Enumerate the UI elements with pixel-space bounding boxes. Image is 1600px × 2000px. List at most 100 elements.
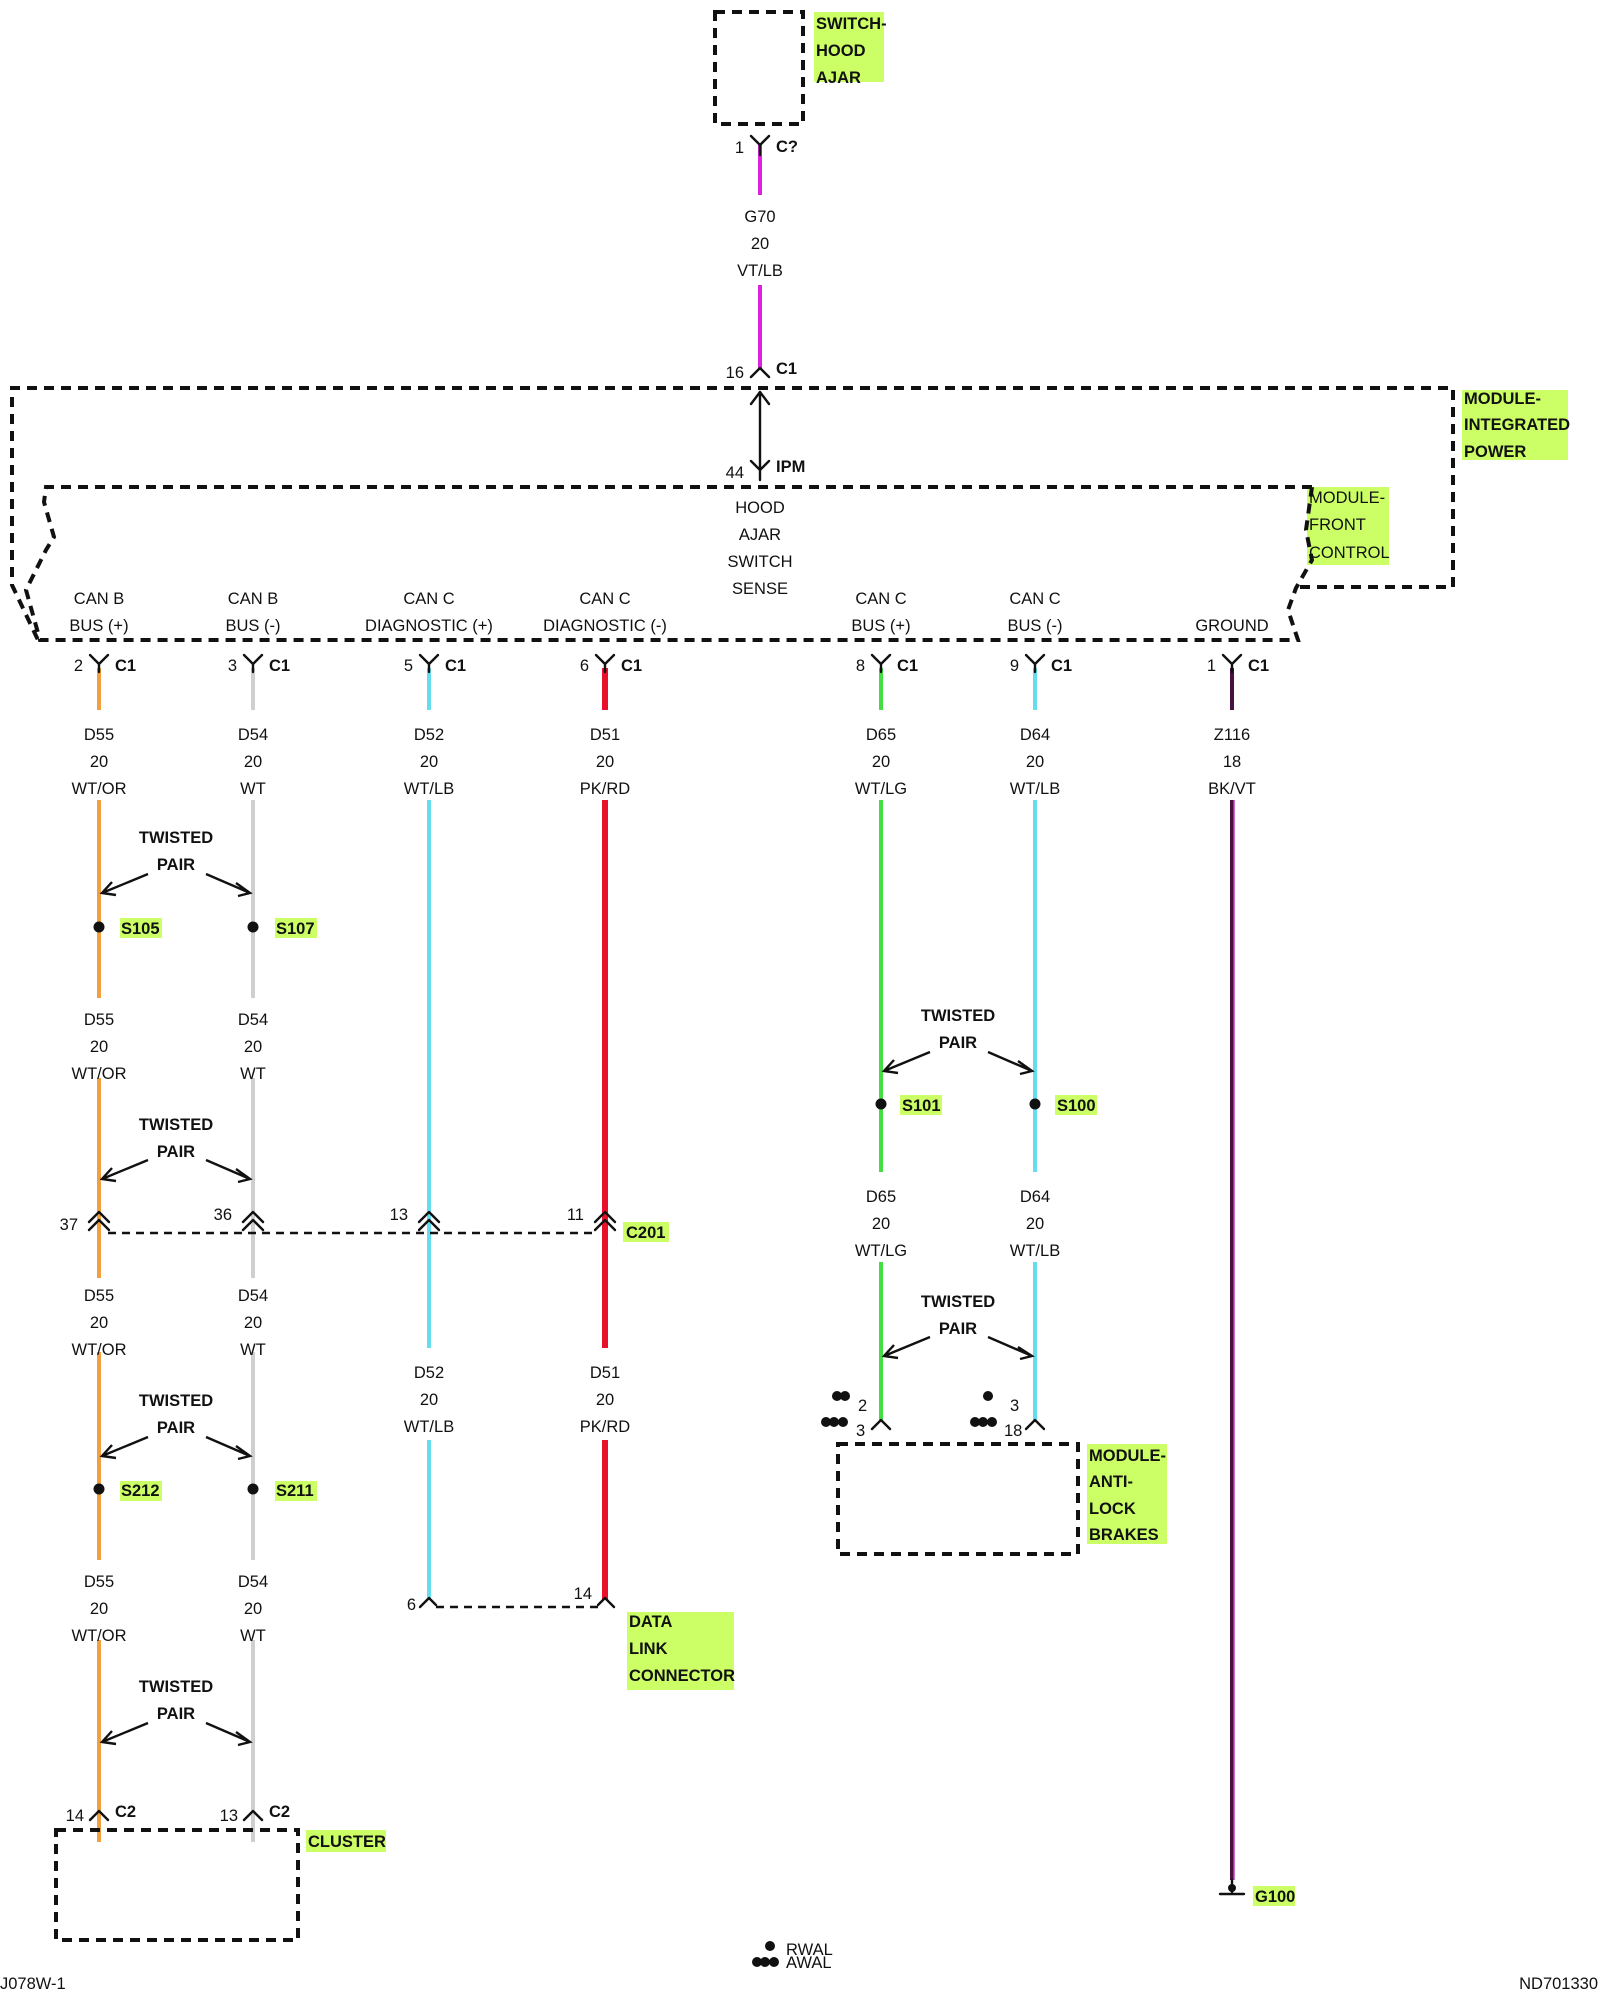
svg-text:S212: S212 xyxy=(121,1482,160,1500)
svg-text:BUS (-): BUS (-) xyxy=(1008,617,1063,635)
svg-text:WT: WT xyxy=(240,1341,266,1359)
svg-text:1: 1 xyxy=(1207,657,1216,675)
wire-labels-row1: D55 20 WT/OR D54 20 WT D52 20 WT/LB D51 … xyxy=(72,726,1256,798)
svg-text:ANTI-: ANTI- xyxy=(1089,1473,1133,1491)
svg-text:8: 8 xyxy=(856,657,865,675)
svg-text:9: 9 xyxy=(1010,657,1019,675)
svg-text:C1: C1 xyxy=(897,657,918,675)
svg-text:VT/LB: VT/LB xyxy=(737,262,783,280)
svg-text:20: 20 xyxy=(244,1038,262,1056)
legend-rwal-awal: RWAL AWAL xyxy=(786,1941,833,1972)
svg-text:D52: D52 xyxy=(414,1364,444,1382)
label-ipm: MODULE- INTEGRATED POWER xyxy=(1464,390,1570,461)
svg-text:D55: D55 xyxy=(84,726,114,744)
svg-text:20: 20 xyxy=(596,1391,614,1409)
svg-text:6: 6 xyxy=(580,657,589,675)
svg-text:D64: D64 xyxy=(1020,1188,1050,1206)
abs-pin-labels: 2 3 3 18 xyxy=(856,1397,1022,1440)
wires xyxy=(97,143,1235,1880)
svg-text:GROUND: GROUND xyxy=(1195,617,1268,635)
cluster-pin-labels: 14 C2 13 C2 xyxy=(66,1803,290,1825)
svg-text:TWISTED: TWISTED xyxy=(921,1007,995,1025)
wire-labels-row2: D55 20 WT/OR D54 20 WT D65 20 WT/LG D64 … xyxy=(72,1011,1061,1260)
svg-text:PAIR: PAIR xyxy=(157,1419,195,1437)
connector-label: C1 xyxy=(776,360,797,378)
svg-text:S100: S100 xyxy=(1057,1097,1096,1115)
label-abs: MODULE- ANTI- LOCK BRAKES xyxy=(1089,1447,1166,1544)
c1-pin-labels: 2 C1 3 C1 5 C1 6 C1 8 C1 9 C1 1 C1 xyxy=(74,657,1269,675)
svg-text:WT/OR: WT/OR xyxy=(72,780,127,798)
wire-labels-row4: D55 20 WT/OR D54 20 WT xyxy=(72,1573,269,1645)
svg-text:CAN C: CAN C xyxy=(1009,590,1060,608)
svg-text:D64: D64 xyxy=(1020,726,1050,744)
svg-text:CAN C: CAN C xyxy=(855,590,906,608)
svg-text:20: 20 xyxy=(90,1038,108,1056)
svg-text:BK/VT: BK/VT xyxy=(1208,780,1256,798)
svg-text:PAIR: PAIR xyxy=(157,1143,195,1161)
svg-text:MODULE-: MODULE- xyxy=(1464,390,1541,408)
label-g100: G100 xyxy=(1255,1888,1295,1906)
svg-text:AJAR: AJAR xyxy=(816,69,861,87)
svg-text:LINK: LINK xyxy=(629,1640,668,1658)
svg-text:WT/LB: WT/LB xyxy=(1010,1242,1060,1260)
svg-text:20: 20 xyxy=(751,235,769,253)
svg-text:C1: C1 xyxy=(115,657,136,675)
svg-text:TWISTED: TWISTED xyxy=(139,1678,213,1696)
svg-text:CAN C: CAN C xyxy=(579,590,630,608)
svg-text:36: 36 xyxy=(214,1206,232,1224)
svg-text:TWISTED: TWISTED xyxy=(139,1392,213,1410)
svg-text:20: 20 xyxy=(244,1600,262,1618)
svg-text:G70: G70 xyxy=(744,208,775,226)
footer-right: ND701330 xyxy=(1519,1975,1598,1993)
svg-text:C1: C1 xyxy=(621,657,642,675)
svg-text:LOCK: LOCK xyxy=(1089,1500,1136,1518)
svg-text:WT/OR: WT/OR xyxy=(72,1627,127,1645)
wire-z116 xyxy=(1230,668,1235,1880)
svg-text:3: 3 xyxy=(856,1422,865,1440)
svg-text:D54: D54 xyxy=(238,726,268,744)
svg-text:S211: S211 xyxy=(276,1482,314,1500)
svg-text:WT/LG: WT/LG xyxy=(855,1242,907,1260)
svg-text:20: 20 xyxy=(420,1391,438,1409)
svg-text:C1: C1 xyxy=(269,657,290,675)
svg-text:FRONT: FRONT xyxy=(1309,516,1366,534)
svg-text:D65: D65 xyxy=(866,726,896,744)
svg-text:BUS (-): BUS (-) xyxy=(226,617,281,635)
connector-label: IPM xyxy=(776,458,805,476)
svg-text:CONTROL: CONTROL xyxy=(1309,544,1390,562)
svg-text:D65: D65 xyxy=(866,1188,896,1206)
svg-text:AWAL: AWAL xyxy=(786,1954,832,1972)
footer-left: J078W-1 xyxy=(0,1975,66,1993)
svg-text:6: 6 xyxy=(407,1596,416,1614)
svg-text:BUS (+): BUS (+) xyxy=(69,617,128,635)
svg-text:WT/LB: WT/LB xyxy=(404,1418,454,1436)
svg-text:2: 2 xyxy=(858,1397,867,1415)
wire-labels-row3: D55 20 WT/OR D54 20 WT D52 20 WT/LB D51 … xyxy=(72,1287,631,1436)
svg-text:DATA: DATA xyxy=(629,1613,672,1631)
svg-text:20: 20 xyxy=(1026,753,1044,771)
label-cluster: CLUSTER xyxy=(308,1833,386,1851)
svg-text:HOOD: HOOD xyxy=(735,499,785,517)
svg-text:WT/LB: WT/LB xyxy=(404,780,454,798)
svg-text:11: 11 xyxy=(567,1206,584,1224)
svg-text:D54: D54 xyxy=(238,1573,268,1591)
svg-text:SWITCH: SWITCH xyxy=(727,553,792,571)
ipm-box xyxy=(10,386,1455,641)
label-dlc: DATA LINK CONNECTOR xyxy=(629,1613,735,1685)
svg-text:CAN C: CAN C xyxy=(403,590,454,608)
svg-text:S101: S101 xyxy=(902,1097,941,1115)
twisted-pair-arrows xyxy=(99,872,1035,1747)
svg-text:TWISTED: TWISTED xyxy=(139,1116,213,1134)
svg-text:S105: S105 xyxy=(121,920,160,938)
svg-text:PAIR: PAIR xyxy=(157,1705,195,1723)
svg-text:WT/OR: WT/OR xyxy=(72,1065,127,1083)
svg-text:CAN B: CAN B xyxy=(74,590,124,608)
svg-text:CONNECTOR: CONNECTOR xyxy=(629,1667,735,1685)
wire-label-g70: G70 20 VT/LB xyxy=(737,208,783,280)
svg-text:INTEGRATED: INTEGRATED xyxy=(1464,416,1570,434)
dlc-pin-labels: 6 14 xyxy=(407,1585,592,1614)
svg-text:DIAGNOSTIC (-): DIAGNOSTIC (-) xyxy=(543,617,667,635)
fcm-box xyxy=(23,485,1315,642)
label-c201: C201 xyxy=(626,1224,665,1242)
